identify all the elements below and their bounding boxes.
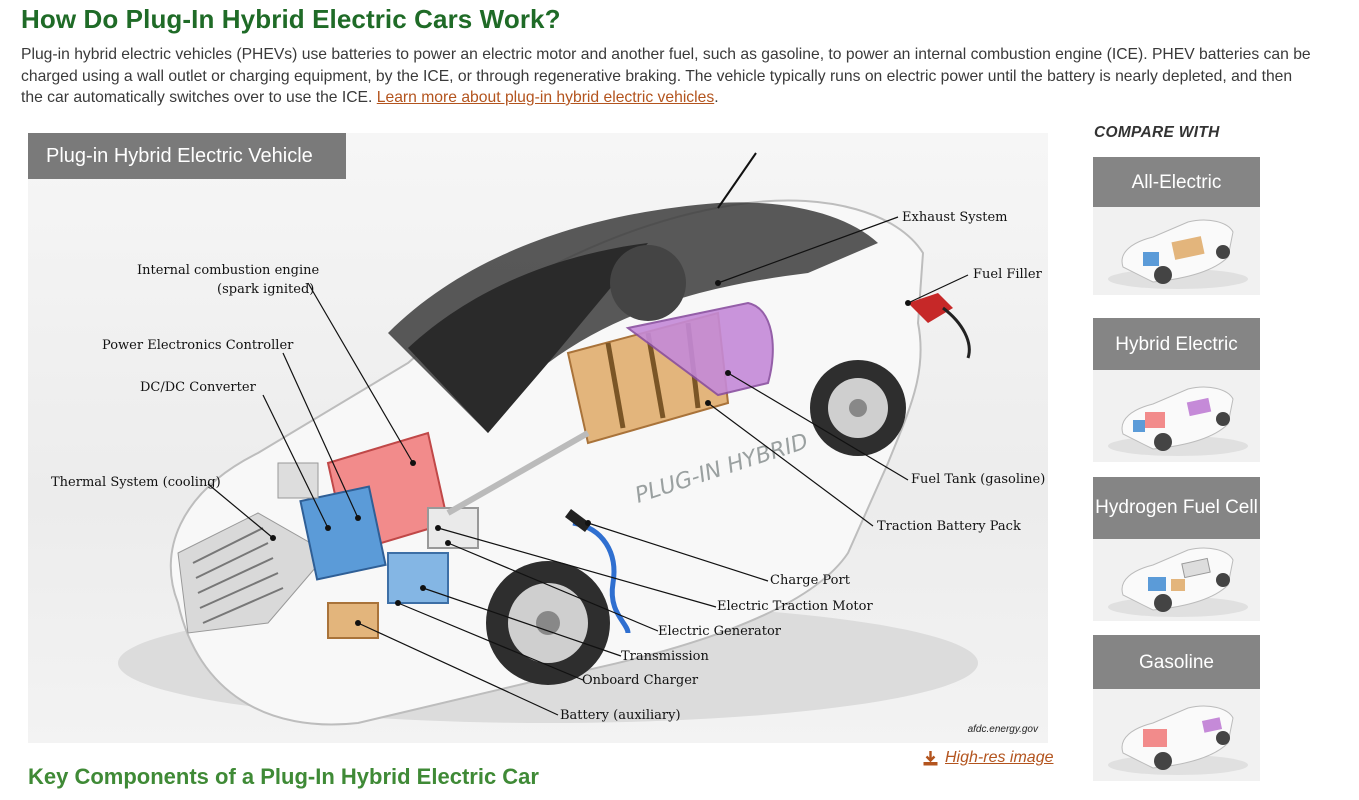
compare-card-title: Hybrid Electric [1093,318,1260,370]
image-credit: afdc.energy.gov [967,724,1038,735]
compare-card-gasoline[interactable]: Gasoline [1093,635,1260,781]
car-thumbnail-icon [1108,705,1248,775]
car-thumbnail-icon [1108,219,1248,289]
label-traction-battery-pack: Traction Battery Pack [877,519,1021,534]
compare-card-hybrid-electric[interactable]: Hybrid Electric [1093,318,1260,462]
car-illustration: PLUG-IN HYBRID [118,152,978,726]
compare-card-title: All-Electric [1093,157,1260,207]
high-res-image-label: High-res image [945,749,1054,766]
download-icon [923,750,938,765]
high-res-image-link[interactable]: High-res image [922,749,1053,767]
label-fuel-tank: Fuel Tank (gasoline) [911,472,1046,487]
label-battery-auxiliary: Battery (auxiliary) [560,708,681,723]
compare-thumbnail [1093,539,1260,621]
label-electric-generator: Electric Generator [658,624,782,639]
intro-end: . [714,89,719,106]
intro-text: Plug-in hybrid electric vehicles (PHEVs)… [21,46,1311,106]
phev-diagram: PLUG-IN HYBRID Plug-in Hybrid Ele [28,133,1048,743]
intro-paragraph: Plug-in hybrid electric vehicles (PHEVs)… [21,44,1311,109]
label-transmission: Transmission [621,649,709,664]
label-exhaust-system: Exhaust System [902,210,1008,225]
compare-thumbnail [1093,370,1260,462]
label-power-electronics-controller: Power Electronics Controller [102,338,294,353]
compare-thumbnail [1093,689,1260,781]
label-ice-line2: (spark ignited) [217,282,315,297]
car-thumbnail-icon [1108,386,1248,456]
label-electric-traction-motor: Electric Traction Motor [717,599,873,614]
compare-card-title: Gasoline [1093,635,1260,689]
label-onboard-charger: Onboard Charger [582,673,699,688]
section-title: Key Components of a Plug-In Hybrid Elect… [28,764,539,789]
compare-card-title: Hydrogen Fuel Cell [1093,477,1260,539]
diagram-title: Plug-in Hybrid Electric Vehicle [28,133,346,179]
compare-with-label: COMPARE WITH [1094,124,1220,141]
label-dcdc-converter: DC/DC Converter [140,380,256,395]
compare-card-all-electric[interactable]: All-Electric [1093,157,1260,295]
compare-card-hydrogen-fuel-cell[interactable]: Hydrogen Fuel Cell [1093,477,1260,621]
label-charge-port: Charge Port [770,573,850,588]
car-thumbnail-icon [1108,547,1248,617]
label-ice-line1: Internal combustion engine [137,263,320,278]
label-fuel-filler: Fuel Filler [973,267,1042,282]
learn-more-link[interactable]: Learn more about plug-in hybrid electric… [376,89,715,106]
compare-thumbnail [1093,207,1260,295]
page-title: How Do Plug-In Hybrid Electric Cars Work… [21,4,561,34]
label-thermal-system: Thermal System (cooling) [51,475,221,490]
